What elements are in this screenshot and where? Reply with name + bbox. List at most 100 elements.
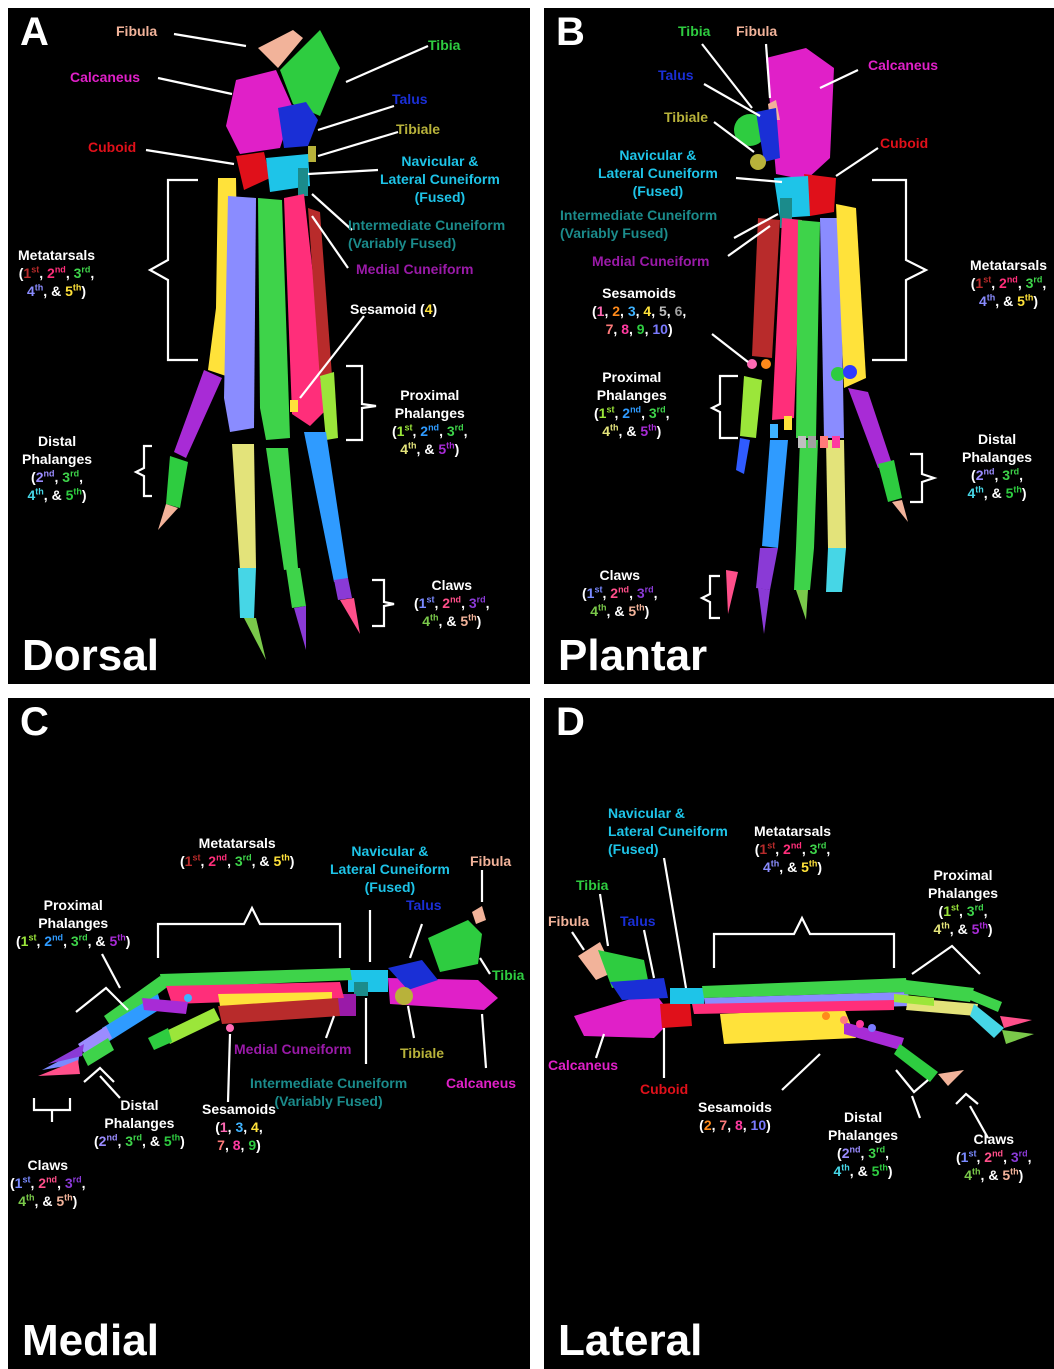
cuboid-label: Cuboid: [880, 134, 928, 152]
sesamoid-6: [808, 436, 816, 448]
panel-letter: A: [20, 12, 49, 52]
distal-phalanx-4: [826, 548, 846, 592]
distal-phalanx-5: [166, 456, 188, 508]
fibula-label: Fibula: [736, 22, 777, 40]
proximal-phalanx-1: [164, 1008, 220, 1044]
claws-label: Claws (1st, 2nd, 3rd, 4th, & 5th): [10, 1156, 86, 1210]
proximal-phalanges-label: Proximal Phalanges (1st, 2nd, 3rd, 4th, …: [392, 386, 468, 458]
metatarsal-3: [258, 198, 290, 440]
claw-3: [294, 606, 306, 650]
distal-phalanx-4: [238, 568, 256, 618]
metatarsal-3: [796, 220, 820, 438]
calcaneus-label: Calcaneus: [548, 1056, 618, 1074]
sesamoid-10: [843, 365, 857, 379]
intermediate-cuneiform-bone: [354, 982, 368, 996]
panel-c-medial: C Medial Metatarsals (1st, 2nd, 3rd, & 5…: [8, 698, 530, 1369]
panel-b-plantar: B Plantar Tibia Fibula Calcaneus Talus T…: [544, 8, 1054, 684]
cuboid-bone: [660, 1002, 692, 1028]
proximal-phalanx-3: [266, 448, 298, 570]
distal-phalanx-3: [794, 548, 814, 590]
sesamoid-10: [868, 1024, 876, 1032]
navicular-label: Navicular & Lateral Cuneiform (Fused): [380, 152, 500, 206]
distal-phalanges-label: Distal Phalanges (2nd, 3rd, 4th, & 5th): [828, 1108, 898, 1180]
cuboid-label: Cuboid: [640, 1080, 688, 1098]
calcaneus-label: Calcaneus: [70, 68, 140, 86]
metatarsals-ordinals-2: 4th, & 5th): [18, 282, 95, 300]
proximal-phalanx-1: [740, 376, 762, 438]
proximal-phalanx-5: [174, 370, 222, 458]
intermediate-line-1: Intermediate Cuneiform: [348, 216, 505, 234]
metatarsals-label: Metatarsals (1st, 2nd, 3rd, 4th, & 5th): [754, 822, 831, 876]
tibiale-label: Tibiale: [396, 120, 440, 138]
proximal-phalanx-4: [826, 440, 846, 548]
tibiale-bone: [750, 154, 766, 170]
sesamoid-3: [770, 424, 778, 438]
medial-cuneiform-label: Medial Cuneiform: [234, 1040, 351, 1058]
intermediate-cuneiform-label: Intermediate Cuneiform (Variably Fused): [348, 216, 505, 252]
tibia-label: Tibia: [576, 876, 608, 894]
metatarsals-ordinals: (1st, 2nd, 3rd,: [18, 264, 95, 282]
intermediate-line-2: (Variably Fused): [348, 234, 505, 252]
distal-phalanges-label: Distal Phalanges (2nd, 3rd, 4th, & 5th): [962, 430, 1032, 502]
distal-phalanx-2: [756, 548, 778, 590]
calcaneus-label: Calcaneus: [446, 1074, 516, 1092]
panel-d-lateral: D Lateral Navicular & Lateral Cuneiform …: [544, 698, 1054, 1369]
sesamoid-2: [761, 359, 771, 369]
claws-label: Claws (1st, 2nd, 3rd, 4th, & 5th): [414, 576, 490, 630]
distal-phalanx-5: [878, 460, 902, 502]
metatarsal-4: [224, 196, 256, 432]
view-label: Plantar: [558, 634, 707, 678]
navicular-line-1: Navicular &: [380, 152, 500, 170]
proximal-phalanx-2: [762, 440, 788, 548]
distal-phalanx-3: [286, 568, 306, 608]
navicular-bone: [670, 988, 704, 1004]
lateral-foot-illustration: [544, 698, 1054, 1369]
metatarsals-title: Metatarsals: [18, 246, 95, 264]
distal-phalanx-1-claw: [736, 438, 750, 474]
fibula-label: Fibula: [548, 912, 589, 930]
metatarsal-5: [720, 1008, 856, 1044]
talus-label: Talus: [658, 66, 694, 84]
calcaneus-label: Calcaneus: [868, 56, 938, 74]
claws-label: Claws (1st, 2nd, 3rd, 4th, & 5th): [582, 566, 658, 620]
panel-a-dorsal: A Dorsal Fibula Tibia Calcaneus Talus Ti…: [8, 8, 530, 684]
metatarsals-label: Metatarsals (1st, 2nd, 3rd, 4th, & 5th): [970, 256, 1047, 310]
claw-1: [726, 570, 738, 614]
metatarsals-label: Metatarsals (1st, 2nd, 3rd, & 5th): [180, 834, 294, 870]
claw-4: [1002, 1030, 1034, 1044]
intermediate-cuneiform-label: Intermediate Cuneiform (Variably Fused): [560, 206, 717, 242]
claw-5: [938, 1070, 964, 1086]
sesamoids-label: Sesamoids (1, 2, 3, 4, 5, 6, 7, 8, 9, 10…: [592, 284, 686, 338]
sesamoids-label: Sesamoids (2, 7, 8, 10): [698, 1098, 772, 1134]
metatarsals-label: Metatarsals (1st, 2nd, 3rd, 4th, & 5th): [18, 246, 95, 300]
sesamoid-5: [798, 436, 806, 448]
sesamoid-8: [832, 436, 840, 448]
tibia-label: Tibia: [428, 36, 460, 54]
claw-4: [244, 618, 266, 660]
proximal-phalanges-label: Proximal Phalanges (1st, 2nd, 3rd, & 5th…: [16, 896, 130, 950]
sesamoids-label: Sesamoids (1, 3, 4, 7, 8, 9): [202, 1100, 276, 1154]
panel-letter: B: [556, 12, 585, 52]
medial-cuneiform-label: Medial Cuneiform: [356, 260, 473, 278]
sesamoid-7: [820, 436, 828, 448]
panel-letter: C: [20, 702, 49, 742]
navicular-label: Navicular & Lateral Cuneiform (Fused): [330, 842, 450, 896]
tibia-label: Tibia: [492, 966, 524, 984]
sesamoid-1: [747, 359, 757, 369]
view-label: Dorsal: [22, 634, 159, 678]
tibiale-label: Tibiale: [400, 1044, 444, 1062]
metatarsal-1: [752, 218, 780, 358]
sesamoid-label: Sesamoid (4): [350, 300, 437, 318]
claws-label: Claws (1st, 2nd, 3rd, 4th, & 5th): [956, 1130, 1032, 1184]
talus-label: Talus: [406, 896, 442, 914]
fibula-label: Fibula: [470, 852, 511, 870]
claw-2: [340, 598, 360, 634]
tibiale-bone: [395, 987, 413, 1005]
proximal-phalanx-5: [848, 388, 892, 468]
sesamoid-4: [290, 400, 298, 412]
intermediate-cuneiform-bone: [298, 168, 308, 196]
talus-label: Talus: [392, 90, 428, 108]
claw-5: [892, 500, 908, 522]
navicular-line-2: Lateral Cuneiform: [380, 170, 500, 188]
proximal-phalanx-4: [232, 444, 256, 570]
